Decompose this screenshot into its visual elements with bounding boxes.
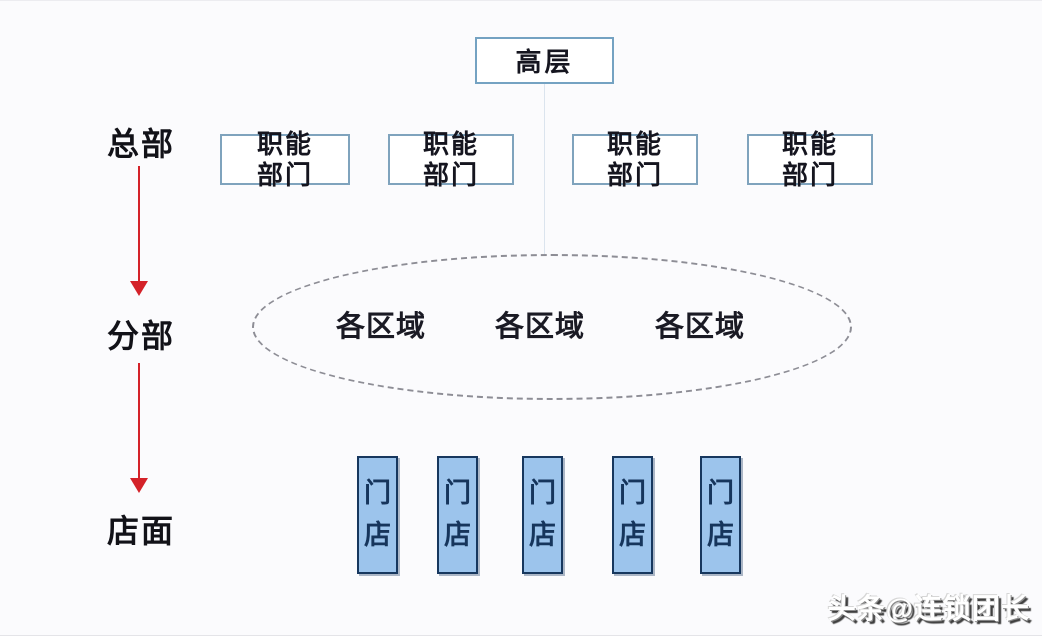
node-functional-dept-label: 职能 部门 [423,129,479,191]
region-label-3: 各区域 [654,311,745,343]
func-dept-line2: 部门 [422,159,479,190]
watermark-toutiao-author: 头条@连锁团长 [827,593,1030,624]
func-dept-line2: 部门 [256,159,313,190]
node-store-1: 门店 [357,456,398,574]
node-functional-dept-4: 职能 部门 [747,129,873,190]
func-dept-line2: 部门 [781,159,838,190]
node-functional-dept-label: 职能 部门 [257,129,313,191]
level-label-headquarters: 总部 [106,126,175,162]
region-label-2: 各区域 [494,311,585,343]
node-store-5: 门店 [700,456,741,574]
node-functional-dept-3: 职能 部门 [572,129,698,190]
node-store-label: 门店 [529,478,556,550]
func-dept-line1: 职能 [606,128,663,159]
node-store-label: 门店 [444,478,471,550]
node-functional-dept-2: 职能 部门 [388,129,514,190]
arrow-down-headquarters-to-branch [130,166,148,296]
level-label-branch: 分部 [106,318,175,354]
node-store-4: 门店 [612,456,653,574]
node-top-management: 高层 [475,37,614,84]
connector-line-top-to-regions [544,84,545,256]
arrow-shaft [138,166,140,282]
node-store-3: 门店 [522,456,563,574]
func-dept-line1: 职能 [422,128,479,159]
func-dept-line2: 部门 [606,159,663,190]
node-top-management-label: 高层 [515,47,574,77]
node-functional-dept-label: 职能 部门 [607,129,663,191]
node-functional-dept-1: 职能 部门 [220,129,350,190]
node-store-2: 门店 [437,456,478,574]
arrow-head [130,478,148,493]
node-functional-dept-label: 职能 部门 [782,129,838,191]
regions-ellipse [252,254,852,400]
func-dept-line1: 职能 [256,128,313,159]
arrow-shaft [138,363,140,479]
node-store-label: 门店 [707,478,734,550]
func-dept-line1: 职能 [781,128,838,159]
level-label-storefront: 店面 [106,513,175,549]
arrow-down-branch-to-store [130,363,148,493]
arrow-head [130,281,148,296]
node-store-label: 门店 [619,478,646,550]
node-store-label: 门店 [364,478,391,550]
region-label-1: 各区域 [335,311,426,343]
